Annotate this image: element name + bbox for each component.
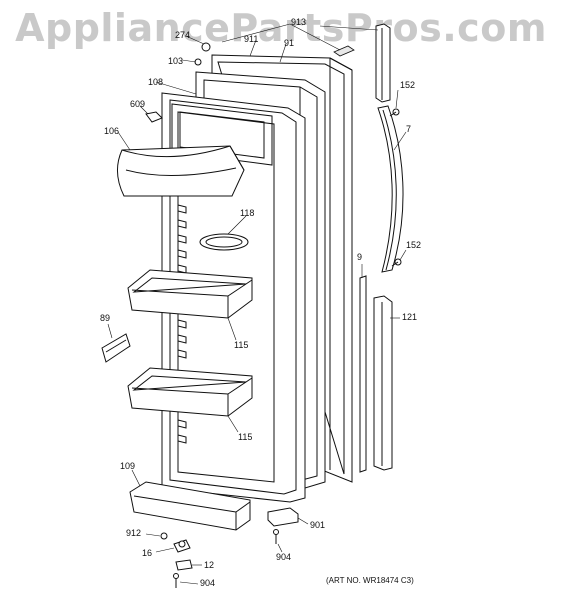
screw-152-top <box>389 108 400 117</box>
label-106: 106 <box>104 126 120 136</box>
label-913: 913 <box>291 17 307 27</box>
shelf-115-lower <box>127 367 253 417</box>
label-609: 609 <box>130 99 146 109</box>
label-12: 12 <box>204 560 215 570</box>
bin-109 <box>129 481 251 531</box>
label-904-bottom: 904 <box>200 578 216 588</box>
watermark-text: AppliancePartsPros.com <box>15 6 547 50</box>
label-108: 108 <box>148 77 164 87</box>
label-904-right: 904 <box>276 552 292 562</box>
label-103: 103 <box>168 56 184 66</box>
dairy-door-106 <box>117 145 245 197</box>
label-109: 109 <box>120 461 136 471</box>
part-89 <box>101 333 131 363</box>
screw-152-bottom <box>391 258 402 267</box>
label-118: 118 <box>240 208 255 218</box>
part-274 <box>201 42 211 52</box>
label-91: 91 <box>284 38 295 48</box>
label-16: 16 <box>142 548 153 558</box>
label-115-lower: 115 <box>238 432 253 442</box>
leader-lines <box>107 23 407 585</box>
label-89: 89 <box>100 313 111 323</box>
handle-7 <box>377 105 404 273</box>
label-912: 912 <box>126 528 142 538</box>
label-901: 901 <box>310 520 326 530</box>
handle-upper-bracket <box>375 23 391 103</box>
shelf-115-upper <box>127 269 253 319</box>
label-152-bottom: 152 <box>406 240 422 250</box>
part-12 <box>175 559 193 571</box>
screw-904-bottom <box>173 573 179 588</box>
trim-strip-9 <box>359 275 367 473</box>
part-16 <box>173 539 191 553</box>
label-9: 9 <box>357 252 363 262</box>
screw-904-right <box>273 529 279 544</box>
label-152-top: 152 <box>400 80 416 90</box>
label-911: 911 <box>244 34 259 44</box>
label-121: 121 <box>402 312 418 322</box>
top-trim-913 <box>333 45 355 57</box>
dish-118 <box>199 233 249 251</box>
part-609 <box>145 111 163 123</box>
part-901 <box>267 507 299 527</box>
art-number: (ART NO. WR18474 C3) <box>326 576 414 585</box>
label-274: 274 <box>175 30 191 40</box>
label-115-upper: 115 <box>234 340 249 350</box>
trim-121 <box>373 295 393 471</box>
part-912 <box>160 532 168 540</box>
label-7: 7 <box>406 124 412 134</box>
